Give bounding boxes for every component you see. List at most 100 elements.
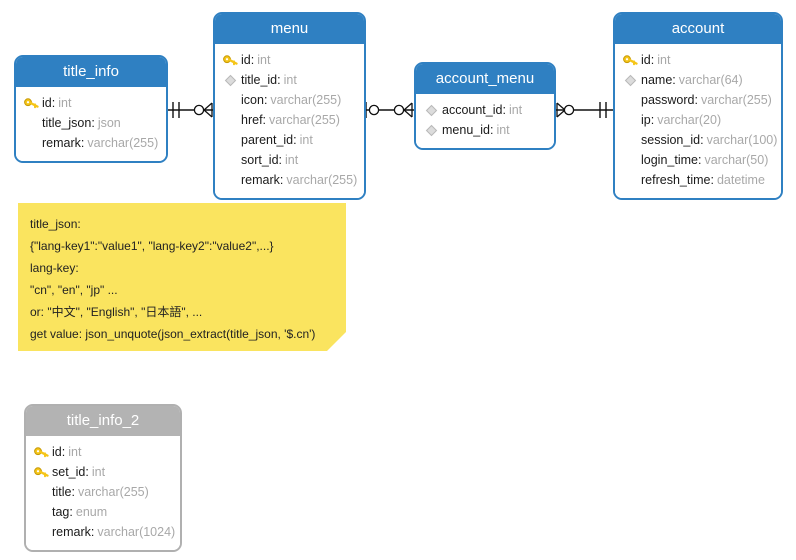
field-row[interactable]: account_id:int — [416, 100, 554, 120]
entity-fields-account_menu: account_id:int menu_id:int — [416, 94, 554, 148]
field-type: int — [496, 123, 510, 137]
field-colon: : — [672, 73, 676, 87]
field-row[interactable]: refresh_time:datetime — [615, 170, 781, 190]
entity-title-title_info_2: title_info_2 — [26, 406, 180, 436]
field-row[interactable]: id:int — [26, 442, 180, 462]
relationship-account_menu-account[interactable] — [555, 96, 615, 124]
entity-menu[interactable]: menu id:int title_id:int icon:varchar(25… — [213, 12, 366, 200]
entity-fields-title_info: id:int title_json:json remark:varchar(25… — [16, 87, 166, 161]
field-type: int — [657, 53, 671, 67]
field-colon: : — [502, 103, 506, 117]
foreign-key-diamond-icon — [423, 122, 440, 138]
foreign-key-diamond-icon — [423, 102, 440, 118]
field-name: account_id — [442, 103, 503, 117]
relationship-menu-account_menu[interactable] — [360, 96, 418, 124]
field-name: set_id — [52, 465, 86, 479]
field-name: tag — [52, 505, 70, 519]
field-type: varchar(64) — [678, 73, 743, 87]
field-row[interactable]: name:varchar(64) — [615, 70, 781, 90]
field-name: title_json — [42, 116, 92, 130]
field-row[interactable]: parent_id:int — [215, 130, 364, 150]
field-row[interactable]: id:int — [16, 93, 166, 113]
entity-title-menu: menu — [215, 14, 364, 44]
field-colon: : — [262, 113, 267, 127]
field-row[interactable]: remark:varchar(255) — [215, 170, 364, 190]
field-row[interactable]: icon:varchar(255) — [215, 90, 364, 110]
field-type: varchar(20) — [657, 113, 722, 127]
field-type: int — [508, 103, 523, 117]
blank-icon — [222, 172, 239, 188]
field-row[interactable]: remark:varchar(1024) — [26, 522, 180, 542]
field-name: session_id — [641, 133, 701, 147]
entity-title-account_menu: account_menu — [416, 64, 554, 94]
field-colon: : — [61, 445, 66, 459]
field-name: id — [42, 96, 52, 110]
field-row[interactable]: tag:enum — [26, 502, 180, 522]
field-row[interactable]: title:varchar(255) — [26, 482, 180, 502]
field-type: int — [58, 96, 72, 110]
field-colon: : — [51, 96, 56, 110]
field-name: id — [641, 53, 651, 67]
field-type: int — [299, 133, 313, 147]
field-name: icon — [241, 93, 264, 107]
field-colon: : — [710, 173, 714, 187]
field-row[interactable]: remark:varchar(255) — [16, 133, 166, 153]
relationship-title_info-menu[interactable] — [164, 96, 218, 124]
field-name: name — [641, 73, 673, 87]
blank-icon — [622, 172, 639, 188]
field-row[interactable]: title_json:json — [16, 113, 166, 133]
field-name: id — [52, 445, 62, 459]
primary-key-icon — [33, 444, 50, 460]
field-type: varchar(1024) — [97, 525, 176, 539]
entity-account_menu[interactable]: account_menu account_id:int menu_id:int — [414, 62, 556, 150]
primary-key-icon — [222, 52, 239, 68]
entity-fields-menu: id:int title_id:int icon:varchar(255) hr… — [215, 44, 364, 198]
field-colon: : — [85, 465, 89, 479]
blank-icon — [222, 92, 239, 108]
blank-icon — [33, 524, 50, 540]
field-type: datetime — [716, 173, 765, 187]
entity-title_info_2[interactable]: title_info_2 id:int set_id:int title:var… — [24, 404, 182, 552]
note-line: {"lang-key1":"value1", "lang-key2":"valu… — [30, 239, 274, 253]
field-row[interactable]: password:varchar(255) — [615, 90, 781, 110]
field-row[interactable]: set_id:int — [26, 462, 180, 482]
field-name: password — [641, 93, 695, 107]
field-colon: : — [278, 153, 283, 167]
field-row[interactable]: ip:varchar(20) — [615, 110, 781, 130]
field-name: id — [241, 53, 251, 67]
field-type: int — [68, 445, 82, 459]
field-row[interactable]: menu_id:int — [416, 120, 554, 140]
blank-icon — [33, 504, 50, 520]
field-name: remark — [241, 173, 280, 187]
entity-account[interactable]: account id:int name:varchar(64) password… — [613, 12, 783, 200]
field-type: int — [283, 73, 297, 87]
field-name: menu_id — [442, 123, 490, 137]
field-name: login_time — [641, 153, 698, 167]
blank-icon — [622, 132, 639, 148]
field-name: refresh_time — [641, 173, 711, 187]
field-colon: : — [80, 136, 85, 150]
blank-icon — [622, 112, 639, 128]
entity-title_info[interactable]: title_info id:int title_json:json remark… — [14, 55, 168, 163]
field-row[interactable]: sort_id:int — [215, 150, 364, 170]
field-colon: : — [71, 485, 75, 499]
primary-key-icon — [33, 464, 50, 480]
foreign-key-diamond-icon — [222, 72, 239, 88]
field-colon: : — [293, 133, 297, 147]
field-row[interactable]: title_id:int — [215, 70, 364, 90]
field-row[interactable]: id:int — [615, 50, 781, 70]
field-row[interactable]: session_id:varchar(100) — [615, 130, 781, 150]
field-row[interactable]: href:varchar(255) — [215, 110, 364, 130]
field-colon: : — [694, 93, 698, 107]
field-row[interactable]: id:int — [215, 50, 364, 70]
note-title_json[interactable]: title_json: {"lang-key1":"value1", "lang… — [18, 203, 346, 351]
field-colon: : — [697, 153, 702, 167]
field-name: href — [241, 113, 263, 127]
field-row[interactable]: login_time:varchar(50) — [615, 150, 781, 170]
field-type: varchar(255) — [77, 485, 149, 499]
field-colon: : — [91, 116, 95, 130]
field-colon: : — [263, 93, 268, 107]
blank-icon — [222, 132, 239, 148]
field-name: parent_id — [241, 133, 294, 147]
field-colon: : — [69, 505, 73, 519]
